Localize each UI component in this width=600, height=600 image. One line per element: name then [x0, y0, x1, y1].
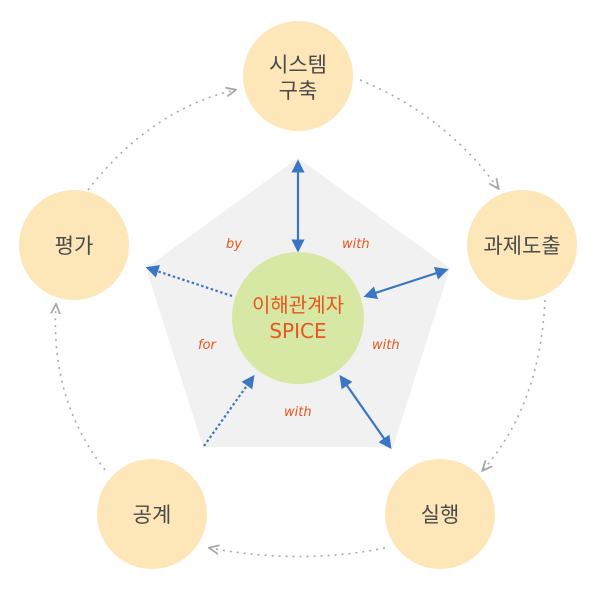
node-system-build-line1: 시스템 — [269, 53, 327, 77]
spoke-label-with-bottom: with — [284, 405, 312, 420]
spoke-arrows — [145, 159, 449, 450]
spoke-label-by: by — [226, 237, 242, 252]
node-disclosure: 공계 — [97, 459, 207, 569]
cycle-arrow-execution-to-disclosure — [210, 548, 386, 558]
center-circle — [232, 252, 364, 384]
spoke-disclosure — [203, 374, 255, 447]
spoke-label-with-task: with — [342, 237, 370, 252]
node-system-build: 시스템 구축 — [243, 21, 353, 131]
spoke-label-with-execution: with — [372, 338, 400, 353]
cycle-arrow-disclosure-to-evaluation — [55, 305, 106, 471]
node-task-derivation: 과제도출 — [467, 190, 577, 300]
spoke-labels: by with with with for — [198, 237, 400, 420]
node-task-derivation-circle — [467, 190, 577, 300]
node-execution-label: 실행 — [421, 503, 460, 527]
node-evaluation-label: 평가 — [55, 234, 94, 258]
node-evaluation-circle — [19, 190, 129, 300]
node-evaluation: 평가 — [19, 190, 129, 300]
center-node: 이해관계자 SPICE — [232, 252, 364, 384]
node-execution: 실행 — [385, 459, 495, 569]
spoke-execution — [339, 374, 392, 450]
node-system-build-circle — [243, 21, 353, 131]
node-system-build-line2: 구축 — [279, 79, 318, 103]
cycle-arrow-system-to-task — [359, 79, 498, 188]
cycle-arrows — [55, 79, 546, 558]
center-label-line1: 이해관계자 — [252, 293, 344, 317]
cycle-arrow-evaluation-to-system — [87, 90, 235, 191]
node-disclosure-label: 공계 — [133, 503, 172, 527]
spoke-label-for: for — [198, 338, 218, 353]
spoke-task — [363, 266, 449, 300]
cycle-arrow-task-to-execution — [483, 299, 546, 470]
node-execution-circle — [385, 459, 495, 569]
node-task-derivation-label: 과제도출 — [483, 234, 560, 258]
center-label-line2: SPICE — [269, 319, 326, 343]
node-disclosure-circle — [97, 459, 207, 569]
